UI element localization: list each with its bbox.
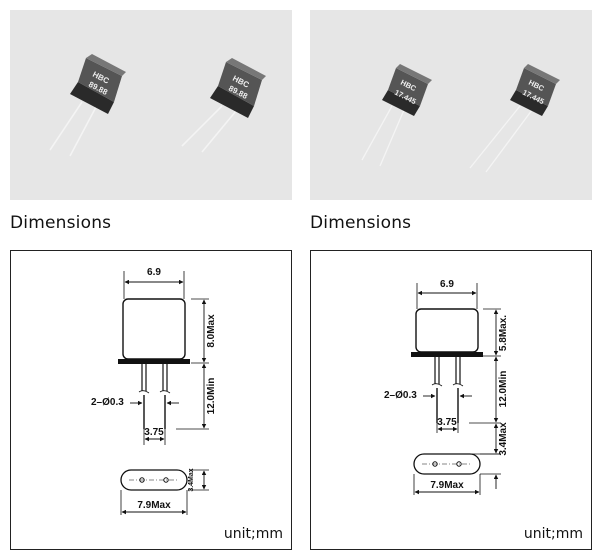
product-photo-left: HBC 89.88 HBC 89.88 <box>10 10 292 200</box>
crystal-component: HBC 89.88 <box>181 58 266 153</box>
base-length-dimension-label: 7.9Max <box>430 480 464 491</box>
section-caption: Dimensions <box>10 213 112 233</box>
unit-label: unit;mm <box>223 526 283 542</box>
section-caption: Dimensions <box>310 213 412 233</box>
unit-label: unit;mm <box>523 526 583 542</box>
crystal-base-flange <box>118 359 190 364</box>
lead-diameter-label: 2–Ø0.3 <box>91 397 124 408</box>
base-width-dimension-label: 3.4Max <box>188 468 195 491</box>
lead-length-dimension-label: 12.0Min <box>206 378 217 415</box>
crystal-component: HBC 17.445 <box>469 64 560 173</box>
dimension-drawing-left: 6.9 8.0Max 12.0Min 2–Ø0.3 3.75 <box>10 250 292 550</box>
pitch-dimension-label: 3.75 <box>144 427 164 438</box>
product-photo-right: HBC 17.445 HBC 17.445 <box>310 10 592 200</box>
lead-length-dimension-label: 12.0Min <box>498 371 509 408</box>
base-width-dimension-label: 3.4Max <box>498 422 509 456</box>
crystal-can-outline <box>415 308 479 353</box>
width-dimension-label: 6.9 <box>440 279 454 290</box>
height-dimension-label: 8.0Max <box>206 314 217 348</box>
height-dimension-label: 5.8Max. <box>498 315 509 351</box>
width-dimension-label: 6.9 <box>147 267 161 278</box>
lead-diameter-label: 2–Ø0.3 <box>384 390 417 401</box>
dimension-drawing-right: 6.9 5.8Max. 12.0Min 2–Ø0.3 3.75 <box>310 250 592 550</box>
base-length-dimension-label: 7.9Max <box>137 500 171 511</box>
crystal-base-flange <box>411 352 483 357</box>
crystal-component: HBC 17.445 <box>361 64 432 167</box>
crystal-component: HBC 89.88 <box>49 54 126 157</box>
pitch-dimension-label: 3.75 <box>437 417 457 428</box>
crystal-can-outline <box>122 298 186 360</box>
